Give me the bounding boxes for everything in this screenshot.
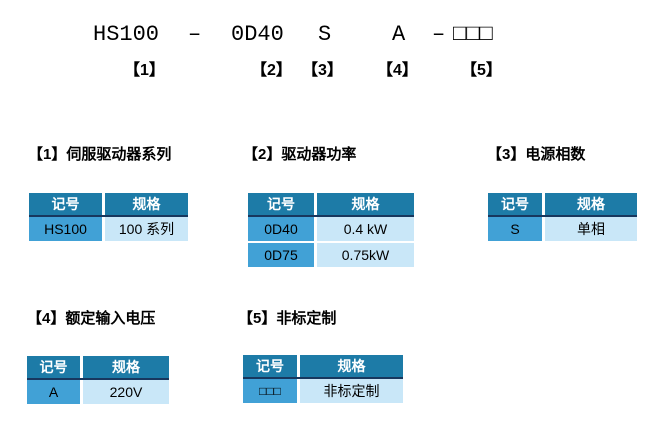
- column-header-spec: 规格: [300, 355, 403, 377]
- section-title-series: 【1】伺服驱动器系列: [28, 146, 172, 163]
- code-cell: A: [27, 380, 80, 404]
- spec-cell: 0.4 kW: [317, 217, 414, 241]
- section-title-power: 【2】驱动器功率: [243, 146, 357, 163]
- column-header-code: 记号: [27, 356, 80, 378]
- column-header-code: 记号: [29, 193, 102, 215]
- code-cell: □□□: [243, 379, 297, 403]
- column-header-code: 记号: [243, 355, 297, 377]
- table-row: 0D40 0.4 kW: [248, 217, 414, 241]
- code-cell: 0D40: [248, 217, 314, 241]
- series-table: 记号 规格 HS100 100 系列: [29, 193, 188, 241]
- voltage-table: 记号 规格 A 220V: [27, 356, 169, 404]
- header-divider: [488, 215, 637, 217]
- column-divider: [314, 217, 317, 241]
- spec-cell: 0.75kW: [317, 243, 414, 267]
- column-divider: [102, 217, 105, 241]
- position-label-1: 【1】: [124, 62, 165, 79]
- position-label-5: 【5】: [461, 62, 502, 79]
- position-label-2: 【2】: [251, 62, 292, 79]
- spec-cell: 单相: [545, 217, 637, 241]
- model-code-dash-2: –: [432, 22, 446, 47]
- header-divider: [29, 215, 188, 217]
- model-code-power: 0D40: [231, 22, 284, 47]
- column-divider: [80, 356, 83, 378]
- column-header-spec: 规格: [545, 193, 637, 215]
- column-header-code: 记号: [488, 193, 542, 215]
- column-header-code: 记号: [248, 193, 314, 215]
- column-divider: [297, 379, 300, 403]
- code-cell: 0D75: [248, 243, 314, 267]
- model-code-series: HS100: [93, 22, 160, 47]
- model-code-voltage: A: [392, 22, 406, 47]
- header-divider: [248, 215, 414, 217]
- table-row: 0D75 0.75kW: [248, 243, 414, 267]
- row-divider: [248, 241, 414, 243]
- model-code-phase: S: [318, 22, 332, 47]
- spec-cell: 非标定制: [300, 379, 403, 403]
- column-divider: [297, 355, 300, 377]
- column-divider: [314, 243, 317, 267]
- column-divider: [80, 380, 83, 404]
- table-row: S 单相: [488, 217, 637, 241]
- table-row: HS100 100 系列: [29, 217, 188, 241]
- table-row: □□□ 非标定制: [243, 379, 403, 403]
- column-header-spec: 规格: [105, 193, 188, 215]
- column-header-spec: 规格: [317, 193, 414, 215]
- model-code-dash-1: –: [188, 22, 202, 47]
- table-row: A 220V: [27, 380, 169, 404]
- section-title-custom: 【5】非标定制: [238, 310, 337, 327]
- code-cell: S: [488, 217, 542, 241]
- header-divider: [27, 378, 169, 380]
- column-header-spec: 规格: [83, 356, 169, 378]
- section-title-voltage: 【4】额定输入电压: [27, 310, 156, 327]
- spec-cell: 100 系列: [105, 217, 188, 241]
- phase-table: 记号 规格 S 单相: [488, 193, 637, 241]
- column-divider: [542, 193, 545, 215]
- column-divider: [102, 193, 105, 215]
- position-label-3: 【3】: [302, 62, 343, 79]
- position-label-4: 【4】: [377, 62, 418, 79]
- spec-cell: 220V: [83, 380, 169, 404]
- code-cell: HS100: [29, 217, 102, 241]
- model-code-custom: □□□: [453, 22, 493, 47]
- column-divider: [314, 193, 317, 215]
- power-table: 记号 规格 0D40 0.4 kW 0D75 0.75kW: [248, 193, 414, 267]
- custom-table: 记号 规格 □□□ 非标定制: [243, 355, 403, 403]
- column-divider: [542, 217, 545, 241]
- section-title-phase: 【3】电源相数: [487, 146, 586, 163]
- header-divider: [243, 377, 403, 379]
